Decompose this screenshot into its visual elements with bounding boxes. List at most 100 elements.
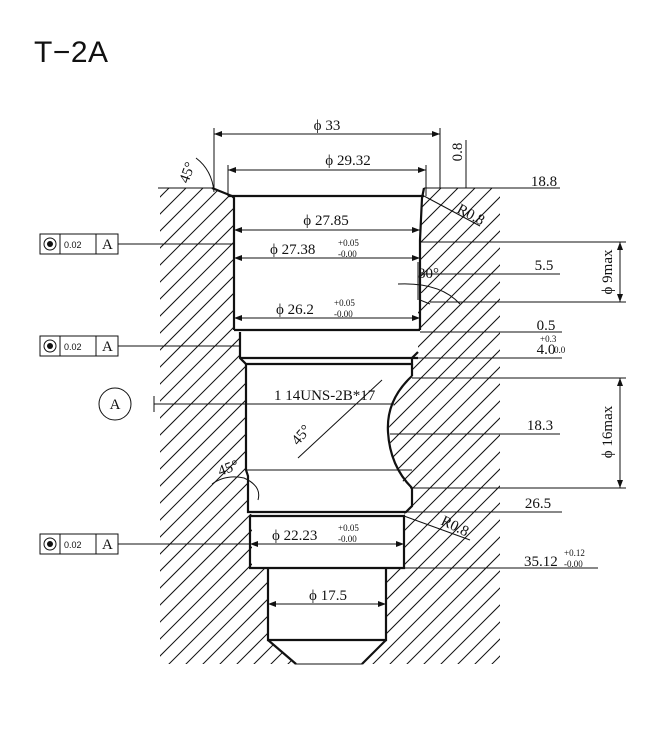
hatch-line xyxy=(160,188,296,664)
dim-phi-22-23: ϕ 22.23 xyxy=(272,528,317,544)
hatch-line xyxy=(558,100,662,700)
hatch-line xyxy=(0,100,19,700)
angle-30: 30° xyxy=(418,266,439,282)
dim-4-0: 4.0 xyxy=(537,342,556,358)
hatch-line xyxy=(160,188,296,664)
hatch-line xyxy=(362,188,500,664)
svg-text:0.02: 0.02 xyxy=(64,540,82,550)
hatch-line xyxy=(160,188,296,664)
hatch-line xyxy=(643,100,662,700)
hatch-line xyxy=(507,100,662,700)
hatch-line xyxy=(592,100,662,700)
hatch-line xyxy=(455,188,500,664)
hatch-line xyxy=(362,188,496,664)
tol-26-2-lower: -0.00 xyxy=(334,309,353,319)
dim-18-3: 18.3 xyxy=(527,418,553,434)
hatch-line xyxy=(362,188,500,664)
hatch-line xyxy=(643,100,662,700)
drawing-title: T−2A xyxy=(34,36,109,69)
hatch-line xyxy=(575,100,662,700)
hatch-line xyxy=(160,188,296,664)
hatch-line xyxy=(362,188,500,664)
angle-45-mid: 45° xyxy=(289,422,315,448)
hatch-line xyxy=(0,100,53,700)
hatch-line xyxy=(609,100,662,700)
dim-phi-17-5: ϕ 17.5 xyxy=(309,588,347,604)
hatch-line xyxy=(362,188,500,664)
tol-22-23-lower: -0.00 xyxy=(338,534,357,544)
dim-5-5: 5.5 xyxy=(535,258,554,274)
hatch-line xyxy=(489,188,500,664)
dim-phi-27-85: ϕ 27.85 xyxy=(303,213,348,229)
tol-22-23-upper: +0.05 xyxy=(338,523,359,533)
tol-26-2-upper: +0.05 xyxy=(334,298,355,308)
hatch-line xyxy=(362,188,500,664)
feature-control-frame-3: 0.02 A xyxy=(39,533,250,555)
hatch-line xyxy=(626,100,662,700)
hatch-line xyxy=(388,100,662,700)
hatch-line xyxy=(160,188,296,664)
hatch-line xyxy=(362,188,500,664)
dim-0-5: 0.5 xyxy=(537,318,556,334)
hatch-line xyxy=(575,100,662,700)
hatch-line xyxy=(362,188,462,664)
hatch-line xyxy=(160,188,292,664)
thread-spec: 1 14UNS-2B*17 xyxy=(274,388,376,404)
hatch-line xyxy=(160,188,296,664)
hatch-line xyxy=(0,100,104,700)
tol-35-12-upper: +0.12 xyxy=(564,548,585,558)
dim-18-8: 18.8 xyxy=(531,174,557,190)
hatch-line xyxy=(362,188,500,664)
dim-phi-26-2: ϕ 26.2 xyxy=(276,302,314,318)
hatch-line xyxy=(0,100,291,700)
dim-phi-29-32: ϕ 29.32 xyxy=(325,153,370,169)
radius-r0-8-top: R0.8 xyxy=(454,201,487,229)
angle-45-left: 45° xyxy=(216,458,241,480)
hatch-line xyxy=(362,188,500,664)
svg-text:A: A xyxy=(102,537,113,553)
hatch-line xyxy=(626,100,662,700)
hatch-line xyxy=(160,188,275,664)
tol-27-38-upper: +0.05 xyxy=(338,238,359,248)
hatch-line xyxy=(0,100,70,700)
hatch-line xyxy=(362,188,500,664)
hatch-line xyxy=(0,100,274,700)
hatch-line xyxy=(0,100,87,700)
hatch-line xyxy=(473,100,662,700)
hatch-line xyxy=(541,100,662,700)
svg-text:A: A xyxy=(102,237,113,253)
feature-control-frame-2: 0.02 A xyxy=(39,335,240,357)
dim-phi-27-38: ϕ 27.38 xyxy=(270,242,315,258)
hatch-line xyxy=(362,188,479,664)
svg-text:A: A xyxy=(102,339,113,355)
hatch-line xyxy=(0,100,121,700)
hatch-line xyxy=(507,100,662,700)
hatch-line xyxy=(558,100,662,700)
hatch-line xyxy=(200,188,296,664)
dim-26-5: 26.5 xyxy=(525,496,551,512)
hatch-line xyxy=(160,188,296,664)
hatch-line xyxy=(0,100,70,700)
hatch-line xyxy=(524,100,662,700)
hatch-line xyxy=(0,100,19,700)
hatch-line xyxy=(160,188,296,664)
hatch-line xyxy=(524,100,662,700)
hatch-line xyxy=(371,100,662,700)
svg-text:0.02: 0.02 xyxy=(64,240,82,250)
hatch-line xyxy=(0,100,155,700)
hatch-line xyxy=(160,188,296,664)
hatch-line xyxy=(160,188,296,664)
concentricity-icon xyxy=(43,537,57,551)
hatch-line xyxy=(354,100,662,700)
svg-text:A: A xyxy=(110,397,121,413)
svg-text:0.02: 0.02 xyxy=(64,342,82,352)
dim-phi-9max: ϕ 9max xyxy=(600,249,616,294)
hatch-line xyxy=(160,188,296,664)
hatch-line xyxy=(0,100,2,700)
hatch-line xyxy=(422,100,662,700)
hatch-line xyxy=(362,188,500,664)
hatch-line xyxy=(362,188,500,664)
hatch-line xyxy=(0,100,104,700)
hatch-line xyxy=(160,188,296,664)
